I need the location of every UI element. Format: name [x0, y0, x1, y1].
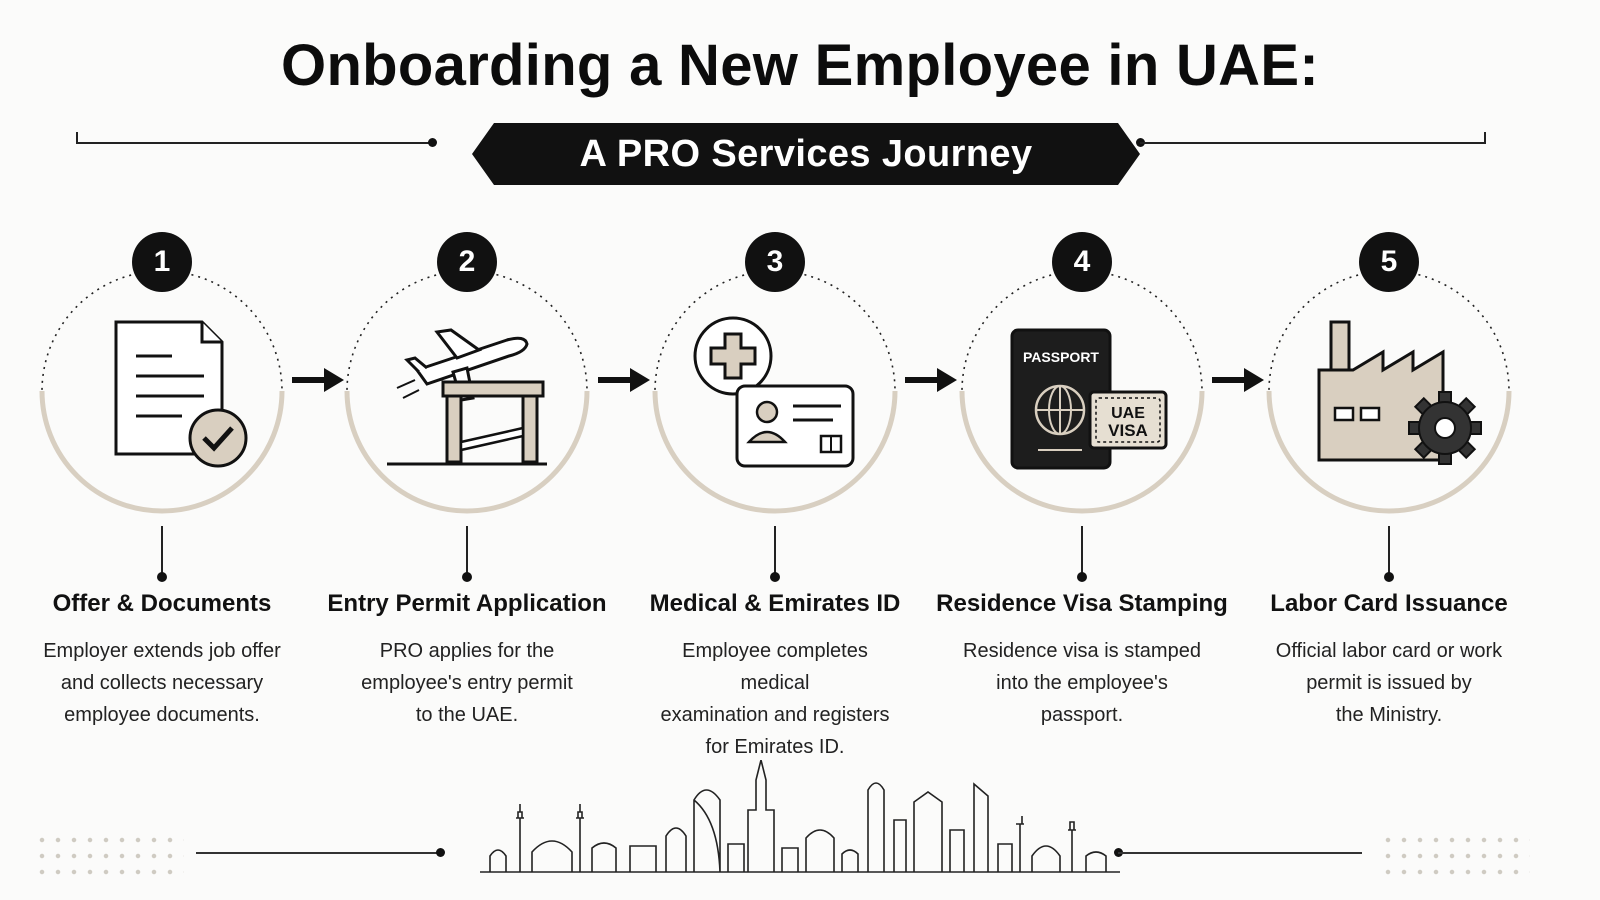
- desc-line: Residence visa is stamped: [963, 640, 1201, 662]
- dot-pattern-left: [34, 832, 184, 876]
- desc-line: employee documents.: [64, 704, 260, 726]
- desc-line: PRO applies for the: [379, 640, 555, 662]
- bottom-line-left: [196, 852, 440, 854]
- right-divider-line: [1140, 142, 1486, 144]
- desc-line: Employee completes medical: [682, 640, 868, 694]
- desc-line: permit is issued by: [1306, 672, 1472, 694]
- desc-line: the Ministry.: [1335, 704, 1443, 726]
- left-divider-line: [76, 142, 432, 144]
- step-description: Residence visa is stamped into the emplo…: [952, 635, 1212, 731]
- arrow-right-icon: [1212, 368, 1264, 392]
- step-2: 2 Entry Permit Application PRO applies f…: [317, 230, 617, 750]
- step-title: Offer & Documents: [52, 590, 272, 617]
- step-connector-dot: [1384, 572, 1394, 582]
- desc-line: and collects necessary: [60, 672, 264, 694]
- step-title: Medical & Emirates ID: [649, 590, 901, 617]
- desc-line: into the employee's: [996, 672, 1168, 694]
- desc-line: Official labor card or work: [1275, 640, 1503, 662]
- desc-line: employee's entry permit: [361, 672, 573, 694]
- step-connector-dot: [1077, 572, 1087, 582]
- step-ring: [652, 270, 898, 514]
- arrow-right-icon: [598, 368, 650, 392]
- step-3: 3 Medical & Emirates ID Employee complet…: [625, 230, 925, 758]
- step-description: Employer extends job offer and collects …: [32, 635, 292, 731]
- step-connector: [161, 526, 163, 576]
- right-line-tick: [1484, 132, 1486, 144]
- step-number-badge: 1: [132, 232, 192, 292]
- step-connector: [774, 526, 776, 576]
- step-connector-dot: [157, 572, 167, 582]
- desc-line: passport.: [1040, 704, 1124, 726]
- step-number-badge: 3: [745, 232, 805, 292]
- left-line-tick: [76, 132, 78, 144]
- step-description: PRO applies for the employee's entry per…: [337, 635, 597, 731]
- step-4: 4 PASSPORT UAE VISA Residence Visa Stamp…: [932, 230, 1232, 750]
- step-5: 5 Labor Ca: [1239, 230, 1539, 750]
- step-ring: [1266, 270, 1512, 514]
- step-description: Official labor card or work permit is is…: [1259, 635, 1519, 731]
- step-ring: [344, 270, 590, 514]
- desc-line: Employer extends job offer: [43, 640, 281, 662]
- left-divider-dot: [428, 138, 437, 147]
- arrow-right-icon: [905, 368, 957, 392]
- step-title: Residence Visa Stamping: [936, 590, 1228, 617]
- step-connector: [466, 526, 468, 576]
- bottom-dot-left: [436, 848, 445, 857]
- document-check-icon: [114, 320, 248, 468]
- medical-id-card-icon: [693, 316, 855, 468]
- step-connector-dot: [462, 572, 472, 582]
- step-connector-dot: [770, 572, 780, 582]
- passport-visa-icon: PASSPORT UAE VISA: [1010, 328, 1168, 470]
- passport-label: PASSPORT: [1023, 349, 1099, 365]
- step-number-badge: 4: [1052, 232, 1112, 292]
- skyline-icon: [480, 760, 1120, 873]
- step-number-badge: 5: [1359, 232, 1419, 292]
- dot-pattern-right: [1380, 832, 1530, 876]
- step-description: Employee completes medical examination a…: [645, 635, 905, 763]
- step-ring: [39, 270, 285, 514]
- desc-line: examination and registers: [660, 704, 890, 726]
- page-title: Onboarding a New Employee in UAE:: [281, 33, 1319, 98]
- subtitle-row: A PRO Services Journey: [0, 120, 1600, 190]
- step-title: Entry Permit Application: [327, 590, 607, 617]
- steps-row: 1 Offer & Documents Employer extends job…: [0, 230, 1600, 758]
- step-title: Labor Card Issuance: [1270, 590, 1508, 617]
- bottom-line-right: [1118, 852, 1362, 854]
- step-connector: [1388, 526, 1390, 576]
- stamp-line-2: VISA: [1108, 421, 1148, 440]
- airplane-gate-icon: [387, 328, 547, 466]
- subtitle-banner: A PRO Services Journey: [472, 123, 1140, 185]
- factory-gear-icon: [1317, 320, 1482, 465]
- desc-line: to the UAE.: [415, 704, 519, 726]
- desc-line: for Emirates ID.: [705, 736, 845, 758]
- step-number-badge: 2: [437, 232, 497, 292]
- stamp-line-1: UAE: [1111, 405, 1145, 422]
- arrow-right-icon: [292, 368, 344, 392]
- step-1: 1 Offer & Documents Employer extends job…: [12, 230, 312, 750]
- step-ring: [959, 270, 1205, 514]
- step-connector: [1081, 526, 1083, 576]
